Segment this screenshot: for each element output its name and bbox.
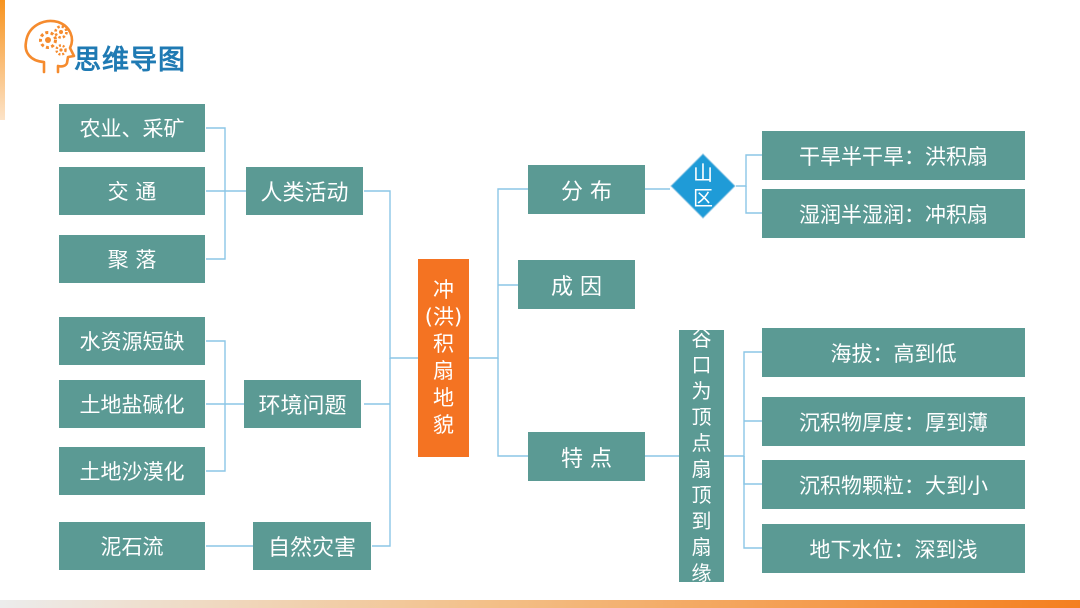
node-distribution: 分 布 xyxy=(528,165,645,214)
node-alluvial-fan: 湿润半湿润：冲积扇 xyxy=(762,189,1025,238)
mountain-area-label: 山 区 xyxy=(670,153,736,219)
node-cause: 成 因 xyxy=(518,260,635,309)
node-natural-disasters: 自然灾害 xyxy=(253,522,371,570)
center-char: 地 xyxy=(433,386,454,410)
center-char: 积 xyxy=(433,332,454,356)
node-settlement: 聚 落 xyxy=(59,235,205,283)
hub-char: 区 xyxy=(693,186,713,210)
node-transport: 交 通 xyxy=(59,167,205,215)
center-char: 貌 xyxy=(433,413,454,437)
hub-char: 山 xyxy=(693,161,713,185)
node-human-activity: 人类活动 xyxy=(246,167,363,215)
hub-char: 缘 xyxy=(691,561,712,585)
page-title: 思维导图 xyxy=(74,45,186,76)
node-valley-mouth-apex: 谷 口 为 顶 点 扇 顶 到 扇 缘 xyxy=(679,327,724,585)
hub-char: 点 xyxy=(691,431,712,455)
left-accent-bar xyxy=(0,0,5,120)
hub-char: 扇 xyxy=(691,535,712,559)
hub-char: 谷 xyxy=(691,327,712,351)
head-gears-icon xyxy=(24,19,76,74)
node-sediment-grain: 沉积物颗粒：大到小 xyxy=(762,460,1025,509)
node-groundwater-level: 地下水位：深到浅 xyxy=(762,524,1025,573)
mountain-area-diamond xyxy=(670,153,736,219)
center-char: 扇 xyxy=(433,359,454,383)
node-agriculture-mining: 农业、采矿 xyxy=(59,104,205,152)
hub-char: 到 xyxy=(691,509,712,533)
node-proluvial-fan: 干旱半干旱：洪积扇 xyxy=(762,131,1025,180)
hub-char: 为 xyxy=(691,379,712,403)
node-alluvial-fan-landform: 冲 (洪) 积 扇 地 貌 xyxy=(418,259,469,457)
node-environment-problems: 环境问题 xyxy=(244,380,361,428)
hub-char: 口 xyxy=(691,353,712,377)
hub-char: 顶 xyxy=(691,483,712,507)
node-sediment-thickness: 沉积物厚度：厚到薄 xyxy=(762,397,1025,446)
node-salinization: 土地盐碱化 xyxy=(59,380,205,428)
node-desertification: 土地沙漠化 xyxy=(59,447,205,495)
center-char: 冲 xyxy=(433,278,454,302)
node-debris-flow: 泥石流 xyxy=(59,522,205,570)
hub-char: 顶 xyxy=(691,405,712,429)
bottom-accent-bar xyxy=(0,600,1080,608)
center-char: (洪) xyxy=(424,305,463,329)
node-water-shortage: 水资源短缺 xyxy=(59,317,205,365)
hub-char: 扇 xyxy=(691,457,712,481)
node-features: 特 点 xyxy=(528,432,645,481)
node-elevation: 海拔：高到低 xyxy=(762,328,1025,377)
